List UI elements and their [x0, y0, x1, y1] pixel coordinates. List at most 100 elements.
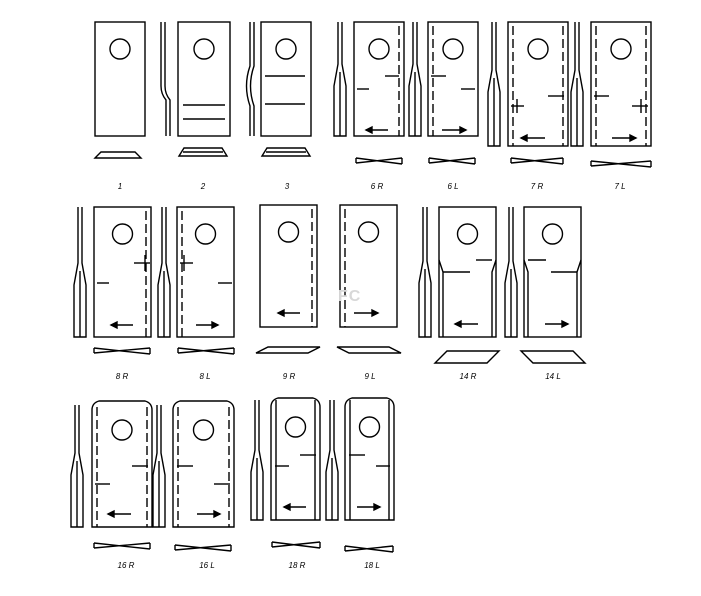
blade-7r [487, 21, 569, 165]
mounting-hole [275, 38, 297, 60]
mounting-hole [111, 223, 134, 245]
end-view [93, 347, 151, 355]
caption-1: 1 [117, 182, 123, 191]
caption-9l: 9 L [364, 372, 376, 381]
blade-body [176, 206, 235, 338]
mounting-hole [610, 38, 632, 60]
blade-body [427, 21, 479, 137]
blade-9r [255, 204, 321, 354]
end-view [510, 157, 564, 165]
rotation-arrow-head [561, 319, 570, 329]
caption-7r: 7 R [530, 182, 544, 191]
blade-6l [408, 21, 479, 165]
caption-7l: 7 L [614, 182, 626, 191]
mounting-hole [277, 221, 300, 243]
blade-body [259, 204, 318, 328]
mounting-hole [193, 38, 215, 60]
blade-body [177, 21, 231, 137]
mounting-hole [527, 38, 549, 60]
caption-16l: 16 L [199, 561, 215, 570]
blade-14l [504, 206, 587, 364]
caption-8r: 8 R [115, 372, 129, 381]
blade-2 [160, 21, 231, 157]
caption-2: 2 [200, 182, 206, 191]
mounting-hole [109, 38, 131, 60]
mounting-hole [368, 38, 390, 60]
rotation-arrow-head [453, 319, 462, 329]
blade-body [91, 400, 153, 528]
rotation-arrow-head [629, 133, 638, 143]
mounting-hole [284, 416, 307, 438]
blade-16l [152, 400, 235, 552]
end-view [433, 350, 501, 364]
rotation-arrow-head [459, 125, 468, 135]
caption-18l: 18 L [364, 561, 380, 570]
end-view [344, 545, 394, 553]
rotation-arrow-head [373, 502, 382, 512]
rotation-arrow-head [364, 125, 373, 135]
blade-body [507, 21, 569, 147]
end-view [177, 147, 229, 157]
end-view [260, 147, 312, 157]
rotation-arrow-head [371, 308, 380, 318]
blade-body [94, 21, 146, 137]
mounting-hole [541, 223, 564, 245]
end-view [255, 346, 321, 354]
blade-3 [245, 21, 312, 157]
mounting-hole [111, 419, 133, 441]
end-view [336, 346, 402, 354]
rotation-arrow-head [519, 133, 528, 143]
blade-9l [336, 204, 402, 354]
blade-18r [250, 397, 321, 549]
blade-body [353, 21, 405, 137]
end-view [271, 541, 321, 549]
mounting-hole [192, 419, 215, 441]
rotation-arrow-head [109, 320, 118, 330]
caption-18r: 18 R [288, 561, 306, 570]
caption-8l: 8 L [199, 372, 211, 381]
blade-body [270, 397, 321, 521]
blade-8l [157, 206, 235, 355]
end-view [174, 544, 232, 552]
end-view [93, 542, 151, 550]
blade-body [93, 206, 152, 338]
blade-18l [325, 397, 395, 553]
mounting-hole [358, 416, 381, 438]
rotation-arrow-head [282, 502, 291, 512]
end-view [590, 160, 652, 168]
blade-6r [333, 21, 405, 165]
caption-6r: 6 R [370, 182, 384, 191]
mounting-hole [194, 223, 217, 245]
caption-16r: 16 R [117, 561, 135, 570]
rotation-arrow-head [211, 320, 220, 330]
rotation-arrow-head [106, 509, 115, 519]
caption-14l: 14 L [545, 372, 561, 381]
rotation-arrow-head [213, 509, 222, 519]
blade-1 [93, 21, 146, 159]
blade-8r [73, 206, 152, 355]
blade-body [344, 397, 395, 521]
blade-body [339, 204, 398, 328]
blade-16r [70, 400, 153, 550]
end-view [428, 157, 476, 165]
end-view [93, 151, 143, 159]
end-view [177, 347, 235, 355]
blade-body [260, 21, 312, 137]
end-view [355, 157, 403, 165]
caption-9r: 9 R [282, 372, 296, 381]
side-profile [245, 22, 255, 136]
side-profile [160, 22, 171, 136]
caption-6l: 6 L [447, 182, 459, 191]
watermark-logo: FC [338, 288, 361, 306]
mounting-hole [456, 223, 479, 245]
mounting-hole [357, 221, 380, 243]
caption-3: 3 [284, 182, 290, 191]
watermark-text: FC [338, 288, 362, 305]
end-view [519, 350, 587, 364]
rotation-arrow-head [276, 308, 285, 318]
mounting-hole [442, 38, 464, 60]
blade-14r [418, 206, 501, 364]
blade-body [523, 206, 582, 338]
blade-body [172, 400, 235, 528]
